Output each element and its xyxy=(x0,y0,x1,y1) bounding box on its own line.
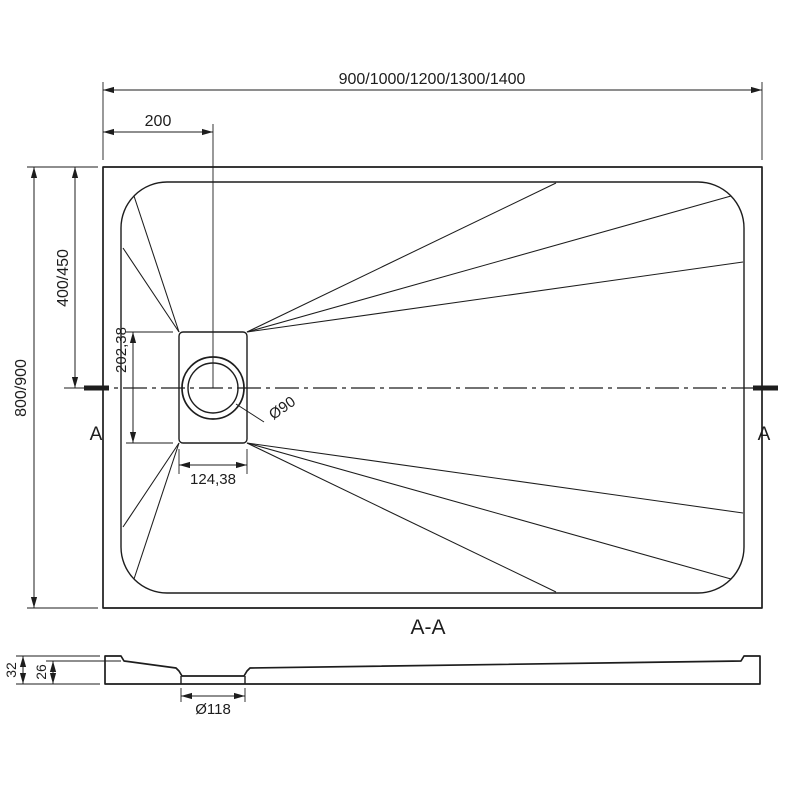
dimension-outlet-diameter: Ø118 xyxy=(180,688,246,718)
drain-offset-y-label: 400/450 xyxy=(55,249,72,307)
dimension-drain-offset-x: 200 xyxy=(103,113,214,388)
dimension-drain-offset-y: 400/450 xyxy=(55,167,96,389)
section-profile xyxy=(104,655,761,685)
outlet-diameter-label: Ø118 xyxy=(195,701,231,718)
drain-recess-width-label: 124,38 xyxy=(190,471,236,488)
dimension-drain-recess-width: 124,38 xyxy=(178,449,248,488)
dimension-drain-recess-height: 202,38 xyxy=(113,327,173,444)
dimension-overall-width: 900/1000/1200/1300/1400 xyxy=(102,71,763,160)
section-letter-left: A xyxy=(90,424,103,445)
top-view: A A 900/1000/1200/1300/1400 200 800/900 … xyxy=(13,71,778,609)
dimension-drain-diameter: Ø90 xyxy=(235,393,299,423)
section-view: A-A 32 26 Ø118 xyxy=(3,616,761,718)
total-height-label: 32 xyxy=(3,662,19,678)
overall-width-label: 900/1000/1200/1300/1400 xyxy=(339,71,526,88)
inner-depth-label: 26 xyxy=(33,664,49,680)
drain-recess-height-label: 202,38 xyxy=(113,327,130,373)
section-title: A-A xyxy=(410,616,445,639)
section-letter-right: A xyxy=(758,424,771,445)
drain-offset-x-label: 200 xyxy=(145,113,172,130)
dimension-inner-depth: 26 xyxy=(33,660,121,684)
dimension-total-height: 32 xyxy=(3,655,100,685)
slope-fold-lines xyxy=(122,182,744,593)
dimension-overall-height: 800/900 xyxy=(13,166,98,609)
overall-height-label: 800/900 xyxy=(13,359,30,417)
drain-diameter-label: Ø90 xyxy=(266,393,299,423)
